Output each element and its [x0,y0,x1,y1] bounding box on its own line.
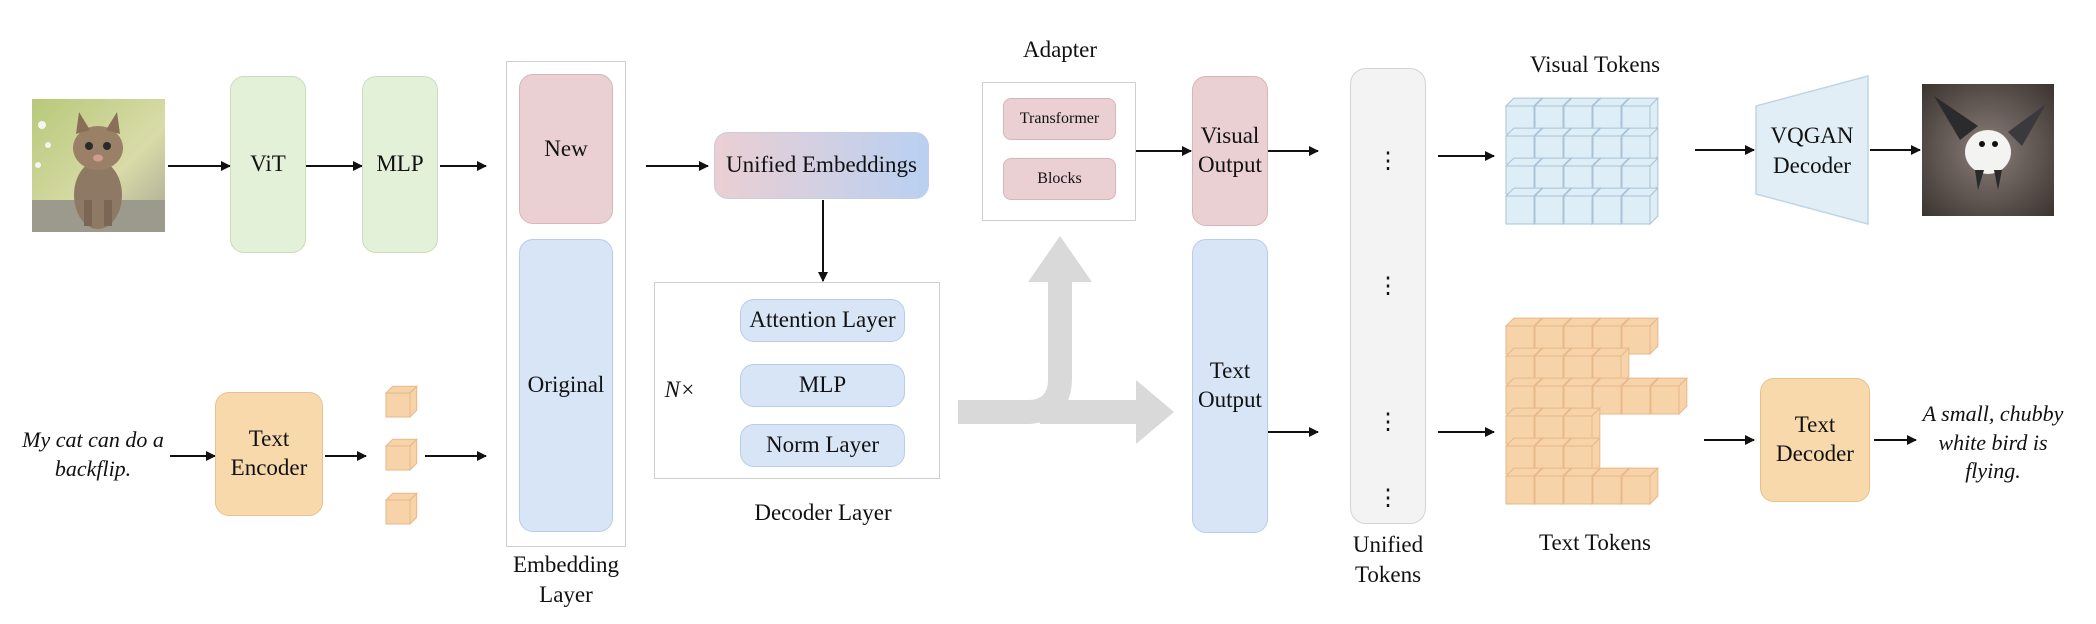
text-output: Text Output [1192,239,1268,533]
repeat-count: N× [664,377,696,402]
adapter-title: Adapter [1022,37,1098,62]
output-text: A small, chubby white bird is flying. [1922,401,2064,484]
attention-layer: Attention Layer [740,299,905,342]
new-embedding: New [519,74,613,224]
text-token-cube [1620,316,1660,356]
adapter-transformer: Transformer [1003,98,1116,140]
unified-embeddings: Unified Embeddings [714,132,929,199]
kitten-image [32,99,165,232]
visual-tokens-caption: Visual Tokens [1529,52,1661,77]
ellipsis-3: ⋮ [1376,409,1400,434]
text-encoder-block: Text Encoder [215,392,323,516]
unified-tokens-column [1350,68,1426,524]
unified-tokens-caption: Unified Tokens [1352,532,1424,587]
ellipsis-2: ⋮ [1376,273,1400,298]
original-embedding: Original [519,239,613,532]
encoder-token-cube [384,492,418,526]
ellipsis-4: ⋮ [1376,485,1400,510]
norm-layer: Norm Layer [740,424,905,467]
text-tokens-caption: Text Tokens [1539,530,1651,555]
decoder-layer-caption: Decoder Layer [754,500,892,525]
encoder-token-cube [384,385,418,419]
ellipsis-1: ⋮ [1376,148,1400,173]
text-token-cube [1620,466,1660,506]
vit-block: ViT [230,76,306,253]
visual-output: Visual Output [1192,76,1268,226]
embedding-layer-caption: Embedding Layer [512,552,620,607]
bird-image [1922,84,2054,216]
decoder-mlp: MLP [740,364,905,407]
mlp-block: MLP [362,76,438,253]
vqgan-shape [1755,75,1869,225]
input-text: My cat can do a backflip. [22,427,164,481]
big-split-arrow [958,236,1174,444]
text-decoder: Text Decoder [1760,378,1870,502]
encoder-token-cube [384,438,418,472]
text-token-cube [1649,376,1689,416]
visual-token-cube [1620,186,1660,226]
vqgan-decoder: VQGAN Decoder [1770,123,1854,178]
adapter-blocks: Blocks [1003,158,1116,200]
